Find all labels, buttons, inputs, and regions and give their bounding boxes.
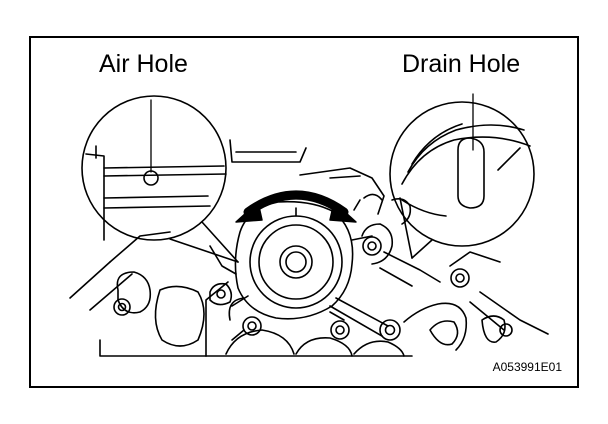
air-hole-callout [81, 95, 239, 263]
air-hole-label: Air Hole [99, 50, 188, 78]
diagram-frame [29, 36, 579, 388]
drain-hole-callout [389, 93, 535, 259]
engine-block [69, 139, 549, 357]
figure-id: A053991E01 [492, 360, 562, 374]
water-pump [209, 200, 401, 341]
drain-hole-label: Drain Hole [402, 50, 521, 78]
rotation-arrow-icon [235, 190, 357, 223]
